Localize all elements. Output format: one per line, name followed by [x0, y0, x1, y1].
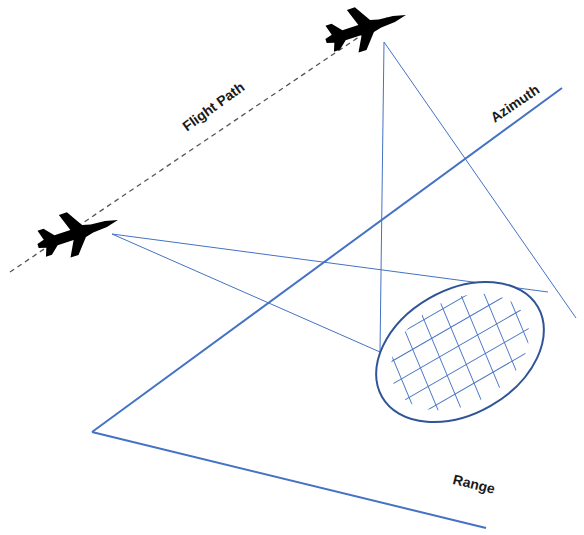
footprint-ellipse	[351, 253, 569, 450]
axis-label: Flight Path	[180, 79, 247, 133]
aircraft	[319, 0, 413, 61]
axis-label: Azimuth	[488, 82, 542, 124]
footprint	[323, 241, 582, 471]
flight-path-line	[10, 16, 390, 272]
footprint-grid	[323, 241, 582, 471]
aircraft	[31, 198, 125, 266]
axis-label: Range	[452, 472, 497, 496]
range-axis	[92, 432, 486, 528]
